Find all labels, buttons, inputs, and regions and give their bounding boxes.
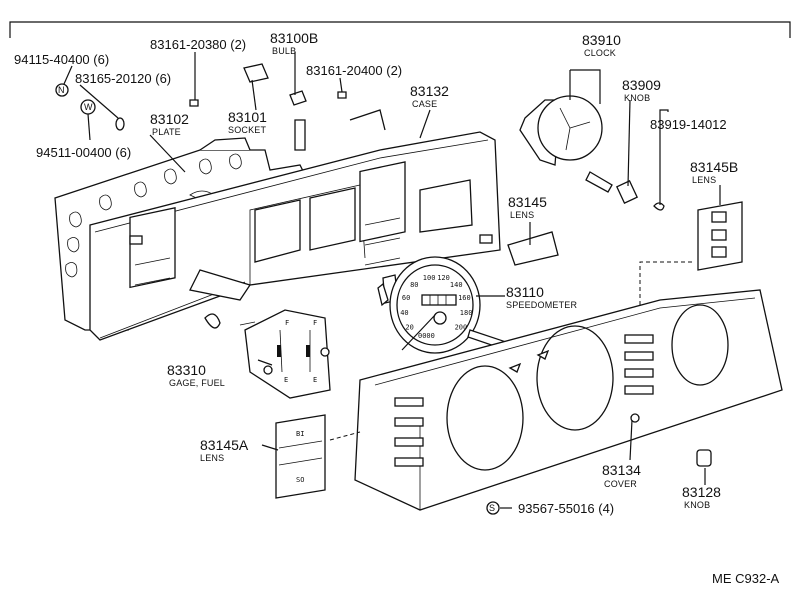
label-83102: 83102 — [150, 111, 189, 127]
cover-drawing — [354, 289, 783, 511]
speedo-tick-label: 20 — [405, 323, 413, 331]
odometer-readout: 0000 — [418, 332, 435, 340]
name-83100b: BULB — [272, 46, 296, 56]
label-83165: 83165-20120 (6) — [75, 71, 171, 86]
top-frame-line — [9, 21, 791, 38]
label-83128: 83128 — [682, 484, 721, 500]
name-83128: KNOB — [684, 500, 710, 510]
name-83310: GAGE, FUEL — [169, 378, 225, 388]
lens-83145-drawing — [507, 231, 559, 266]
name-83134: COVER — [604, 479, 637, 489]
label-83101: 83101 — [228, 109, 267, 125]
lens-a-top-text: BI — [296, 430, 304, 438]
symbol-w: W — [84, 102, 93, 112]
speedo-tick-label: 180 — [460, 309, 473, 317]
speedo-tick-label: 60 — [402, 294, 410, 302]
fuel-full-mark-right: F — [313, 319, 317, 327]
name-83102: PLATE — [152, 127, 181, 137]
speedo-tick-label: 200 — [455, 323, 468, 331]
diagram-code: ME C932-A — [712, 571, 780, 586]
name-83145b: LENS — [692, 175, 716, 185]
name-83110: SPEEDOMETER — [506, 300, 578, 310]
speedo-tick-label: 40 — [400, 309, 408, 317]
speedo-tick-label: 100 — [423, 274, 436, 282]
label-93567: 93567-55016 (4) — [518, 501, 614, 516]
fuel-empty-mark-right: E — [313, 376, 317, 384]
name-83910: CLOCK — [584, 48, 616, 58]
symbol-s: S — [489, 503, 495, 513]
lens-a-bottom-text: SO — [296, 476, 304, 484]
case-drawing — [89, 109, 501, 341]
symbol-n: N — [58, 85, 65, 95]
speedo-tick-label: 140 — [450, 281, 463, 289]
label-83145b: 83145B — [690, 159, 738, 175]
speedo-tick-label: 160 — [458, 294, 471, 302]
knob-83128-drawing — [696, 449, 712, 467]
label-83145: 83145 — [508, 194, 547, 210]
speedo-tick-label: 120 — [437, 274, 450, 282]
label-83100b: 83100B — [270, 30, 318, 46]
clock-drawing — [519, 95, 665, 211]
label-83910: 83910 — [582, 32, 621, 48]
label-83310: 83310 — [167, 362, 206, 378]
lens-83145b-drawing — [697, 201, 743, 271]
name-83101: SOCKET — [228, 125, 267, 135]
label-94115: 94115-40400 (6) — [14, 52, 109, 67]
fuel-gage-drawing: F F E E — [204, 309, 331, 399]
name-83145: LENS — [510, 210, 534, 220]
label-94511: 94511-00400 (6) — [36, 145, 131, 160]
name-83909: KNOB — [624, 93, 650, 103]
leader-lines — [63, 52, 721, 509]
label-83145a: 83145A — [200, 437, 249, 453]
label-83110: 83110 — [506, 284, 544, 300]
lens-83145a-drawing: BI SO — [275, 414, 326, 499]
label-83132: 83132 — [410, 83, 449, 99]
callout-labels: 94115-40400 (6) 83165-20120 (6) 94511-00… — [14, 30, 780, 586]
speedo-tick-label: 80 — [410, 281, 418, 289]
label-83134: 83134 — [602, 462, 641, 478]
label-83909: 83909 — [622, 77, 661, 93]
fuel-empty-mark-left: E — [284, 376, 288, 384]
alignment-lines — [329, 261, 695, 441]
label-83161b: 83161-20400 (2) — [306, 63, 402, 78]
label-83161a: 83161-20380 (2) — [150, 37, 246, 52]
name-83132: CASE — [412, 99, 437, 109]
label-83919: 83919-14012 — [650, 117, 727, 132]
fuel-full-mark-left: F — [285, 319, 289, 327]
name-83145a: LENS — [200, 453, 224, 463]
